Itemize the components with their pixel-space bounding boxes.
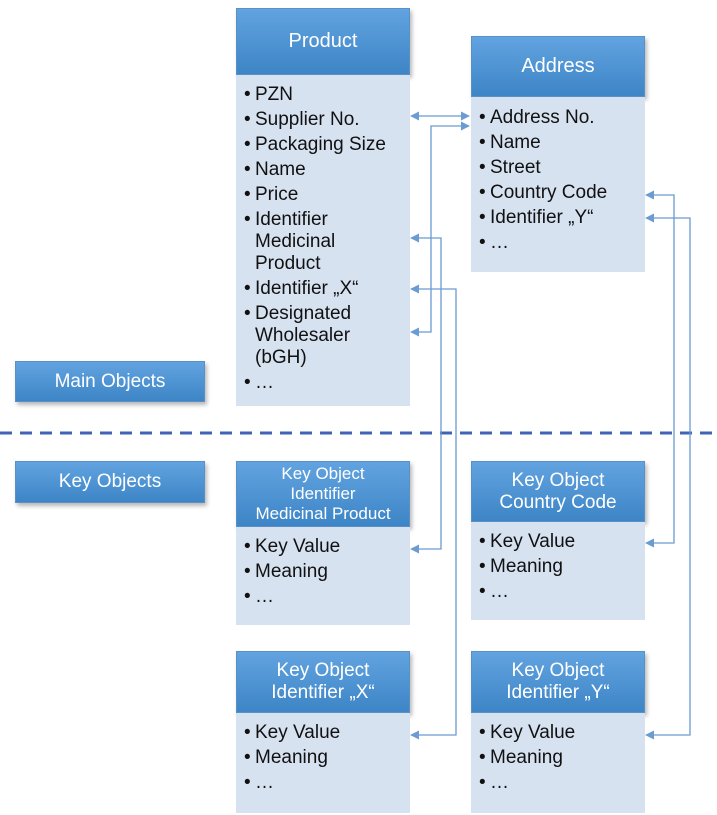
product-item: •Price xyxy=(244,184,299,205)
key-medicinal-attributes: •Key Value •Meaning •… xyxy=(236,527,410,625)
key-x-header: Key Object Identifier „X“ xyxy=(236,651,410,713)
product-title: Product xyxy=(288,30,358,52)
address-item: •Country Code xyxy=(479,182,608,203)
product-item: •Designated Wholesaler (bGH) xyxy=(244,303,352,368)
connector-medicinal-key xyxy=(410,233,442,554)
key-y-item: •Meaning xyxy=(479,747,563,768)
address-attributes: •Address No. •Name •Street •Country Code… xyxy=(471,97,645,272)
product-header: Product xyxy=(236,8,410,75)
address-item: •Street xyxy=(479,157,541,178)
product-attributes: •PZN •Supplier No. •Packaging Size •Name… xyxy=(236,75,410,406)
key-x-item: •… xyxy=(244,772,274,793)
key-country-item: •… xyxy=(479,581,509,602)
connector-wholesaler-address xyxy=(410,121,470,337)
key-country-attributes: •Key Value •Meaning •… xyxy=(471,522,645,620)
key-medicinal-title: Key Object Identifier Medicinal Product xyxy=(255,464,391,523)
address-item: •Identifier „Y“ xyxy=(479,207,594,228)
product-item: •… xyxy=(244,372,274,393)
product-item: •Name xyxy=(244,159,306,180)
address-item: •… xyxy=(479,232,509,253)
key-country-title: Key Object Country Code xyxy=(499,469,617,513)
address-title: Address xyxy=(521,55,595,77)
key-y-title: Key Object Identifier „Y“ xyxy=(506,660,610,703)
product-item: •Packaging Size xyxy=(244,134,386,155)
key-y-attributes: •Key Value •Meaning •… xyxy=(471,713,645,813)
key-objects-label: Key Objects xyxy=(15,461,205,503)
connector-x-key xyxy=(410,284,457,740)
connector-country-key xyxy=(645,190,675,548)
key-y-item: •Key Value xyxy=(479,722,576,743)
key-y-header: Key Object Identifier „Y“ xyxy=(471,651,645,713)
product-item: •Identifier „X“ xyxy=(244,278,359,299)
key-country-item: •Key Value xyxy=(479,531,576,552)
key-country-item: •Meaning xyxy=(479,556,563,577)
key-x-attributes: •Key Value •Meaning •… xyxy=(236,713,410,813)
product-item: •PZN xyxy=(244,84,293,105)
key-y-item: •… xyxy=(479,772,509,793)
address-item: •Address No. xyxy=(479,107,595,128)
key-medicinal-item: •Meaning xyxy=(244,561,328,582)
address-item: •Name xyxy=(479,132,541,153)
key-x-item: •Meaning xyxy=(244,747,328,768)
connector-y-key xyxy=(645,213,691,740)
key-medicinal-item: •… xyxy=(244,586,274,607)
key-medicinal-item: •Key Value xyxy=(244,536,341,557)
key-x-title: Key Object Identifier „X“ xyxy=(271,660,375,703)
key-country-header: Key Object Country Code xyxy=(471,461,645,522)
main-objects-label: Main Objects xyxy=(15,361,205,402)
product-item: •Supplier No. xyxy=(244,109,360,130)
address-header: Address xyxy=(471,36,645,97)
key-x-item: •Key Value xyxy=(244,722,341,743)
key-medicinal-header: Key Object Identifier Medicinal Product xyxy=(236,461,410,527)
product-item: •Identifier Medicinal Product xyxy=(244,209,336,274)
